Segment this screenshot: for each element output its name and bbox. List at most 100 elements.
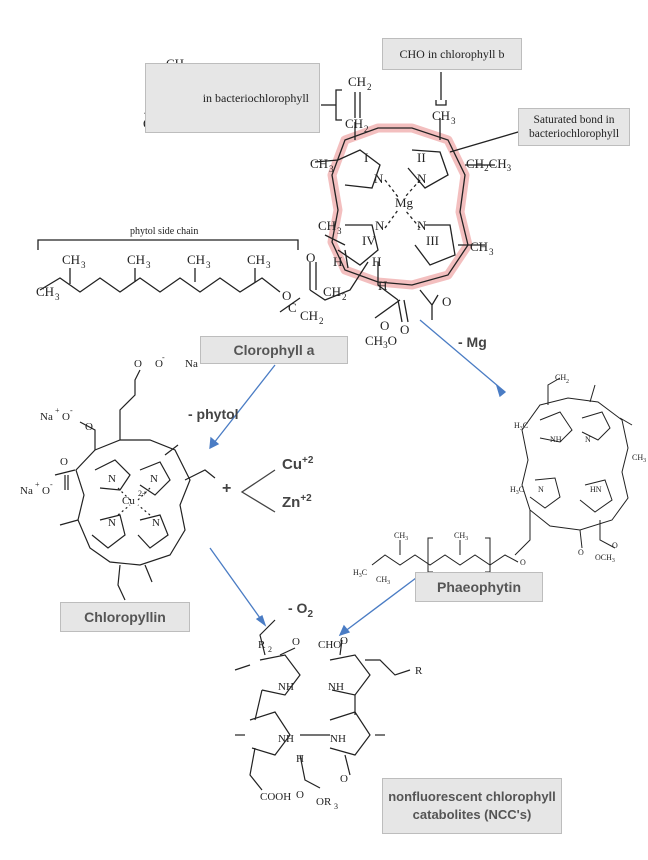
- svg-text:N: N: [108, 517, 116, 529]
- svg-text:O: O: [612, 541, 618, 550]
- svg-text:C: C: [288, 300, 297, 315]
- svg-text:-: -: [162, 353, 165, 362]
- svg-text:H: H: [378, 278, 387, 293]
- svg-text:O: O: [60, 456, 68, 468]
- svg-text:O: O: [85, 421, 93, 433]
- svg-text:I: I: [364, 150, 368, 165]
- svg-text:N: N: [150, 473, 158, 485]
- svg-text:H: H: [372, 254, 381, 269]
- svg-text:Cu: Cu: [122, 495, 135, 507]
- svg-text:Na: Na: [185, 358, 198, 370]
- svg-text:CH: CH: [310, 156, 328, 171]
- svg-text:N: N: [417, 218, 427, 233]
- svg-text:HN: HN: [590, 485, 602, 494]
- ncc-label: nonfluorescent chlorophyll catabolites (…: [382, 778, 562, 834]
- acetyl-group-box: in bacteriochlorophyll: [145, 63, 320, 133]
- svg-text:2: 2: [364, 124, 369, 134]
- svg-text:O: O: [400, 322, 409, 337]
- svg-text:2: 2: [342, 292, 347, 302]
- minus-phytol-label: - phytol: [188, 406, 239, 422]
- svg-text:CH3: CH3: [376, 575, 390, 586]
- svg-text:Na: Na: [40, 411, 53, 423]
- svg-text:Na: Na: [20, 485, 33, 497]
- svg-text:O: O: [42, 485, 50, 497]
- svg-text:CHO: CHO: [318, 639, 341, 651]
- svg-text:CH: CH: [247, 252, 265, 267]
- svg-text:CH: CH: [470, 239, 488, 254]
- minus-o2-label: - O2: [288, 600, 314, 620]
- svg-text:O: O: [155, 358, 163, 370]
- svg-text:2: 2: [319, 316, 324, 326]
- svg-text:H3C: H3C: [353, 568, 367, 579]
- svg-text:3: 3: [206, 260, 211, 270]
- svg-text:3: 3: [81, 260, 86, 270]
- svg-text:+: +: [35, 480, 40, 489]
- svg-text:O: O: [296, 789, 304, 801]
- svg-text:-: -: [50, 480, 53, 489]
- svg-text:O: O: [340, 635, 348, 647]
- minus-mg-label: - Mg: [458, 334, 487, 350]
- acetyl-group-label: in bacteriochlorophyll: [202, 90, 309, 105]
- svg-text:3: 3: [329, 164, 334, 174]
- chlorophyll-a-label: Clorophyll a: [200, 336, 348, 364]
- svg-text:H: H: [333, 254, 342, 269]
- svg-text:N: N: [375, 218, 385, 233]
- phytol-side-chain-label: phytol side chain: [130, 226, 199, 237]
- svg-text:O: O: [282, 288, 291, 303]
- o2-subscript: 2: [307, 608, 314, 620]
- svg-text:2: 2: [566, 379, 569, 385]
- svg-text:CH: CH: [127, 252, 145, 267]
- svg-text:R: R: [415, 665, 423, 677]
- svg-text:R: R: [258, 639, 266, 651]
- svg-text:+: +: [55, 406, 60, 415]
- chlorophyllin-label: Chloropyllin: [60, 602, 190, 632]
- svg-text:3: 3: [489, 247, 494, 257]
- cho-note-box: CHO in chlorophyll b: [382, 38, 522, 70]
- svg-text:CH: CH: [555, 373, 566, 382]
- svg-text:2: 2: [367, 82, 372, 92]
- svg-text:CH: CH: [345, 116, 363, 131]
- svg-text:CH3: CH3: [632, 453, 646, 464]
- plus-sign: +: [222, 480, 232, 497]
- svg-text:3: 3: [337, 226, 342, 236]
- copper-ion: Cu+2: [282, 455, 314, 473]
- svg-text:3: 3: [334, 802, 338, 811]
- svg-text:NH: NH: [278, 681, 294, 693]
- svg-text:CH: CH: [62, 252, 80, 267]
- svg-text:NH: NH: [278, 733, 294, 745]
- svg-text:IV: IV: [362, 233, 376, 248]
- svg-text:H3C: H3C: [514, 421, 528, 432]
- svg-text:CH: CH: [432, 108, 450, 123]
- saturated-note-box: Saturated bond in bacteriochlorophyll: [518, 108, 630, 146]
- svg-text:-: -: [70, 406, 73, 415]
- svg-text:3: 3: [266, 260, 271, 270]
- svg-text:O: O: [134, 358, 142, 370]
- svg-text:2: 2: [268, 645, 272, 654]
- zinc-charge: +2: [300, 493, 312, 504]
- svg-text:N: N: [108, 473, 116, 485]
- svg-text:O: O: [62, 411, 70, 423]
- svg-text:N: N: [585, 435, 591, 444]
- svg-text:CH3: CH3: [454, 531, 468, 542]
- svg-text:Mg: Mg: [395, 195, 414, 210]
- svg-text:II: II: [417, 150, 426, 165]
- svg-text:CH3: CH3: [394, 531, 408, 542]
- svg-text:N: N: [152, 517, 160, 529]
- svg-text:NH: NH: [550, 435, 562, 444]
- svg-text:3: 3: [146, 260, 151, 270]
- svg-text:O: O: [442, 294, 451, 309]
- svg-text:2+: 2+: [138, 489, 147, 498]
- svg-text:CH: CH: [318, 218, 336, 233]
- svg-text:3: 3: [55, 292, 60, 302]
- svg-text:H: H: [296, 753, 304, 765]
- svg-text:OR: OR: [316, 796, 332, 808]
- svg-text:CH: CH: [187, 252, 205, 267]
- svg-text:COOH: COOH: [260, 791, 291, 803]
- svg-text:CH3O: CH3O: [365, 333, 397, 350]
- svg-text:O: O: [340, 773, 348, 785]
- svg-text:O: O: [306, 250, 315, 265]
- cho-note-label: CHO in chlorophyll b: [399, 46, 505, 61]
- svg-text:N: N: [417, 171, 427, 186]
- svg-text:CH2CH3: CH2CH3: [466, 156, 512, 173]
